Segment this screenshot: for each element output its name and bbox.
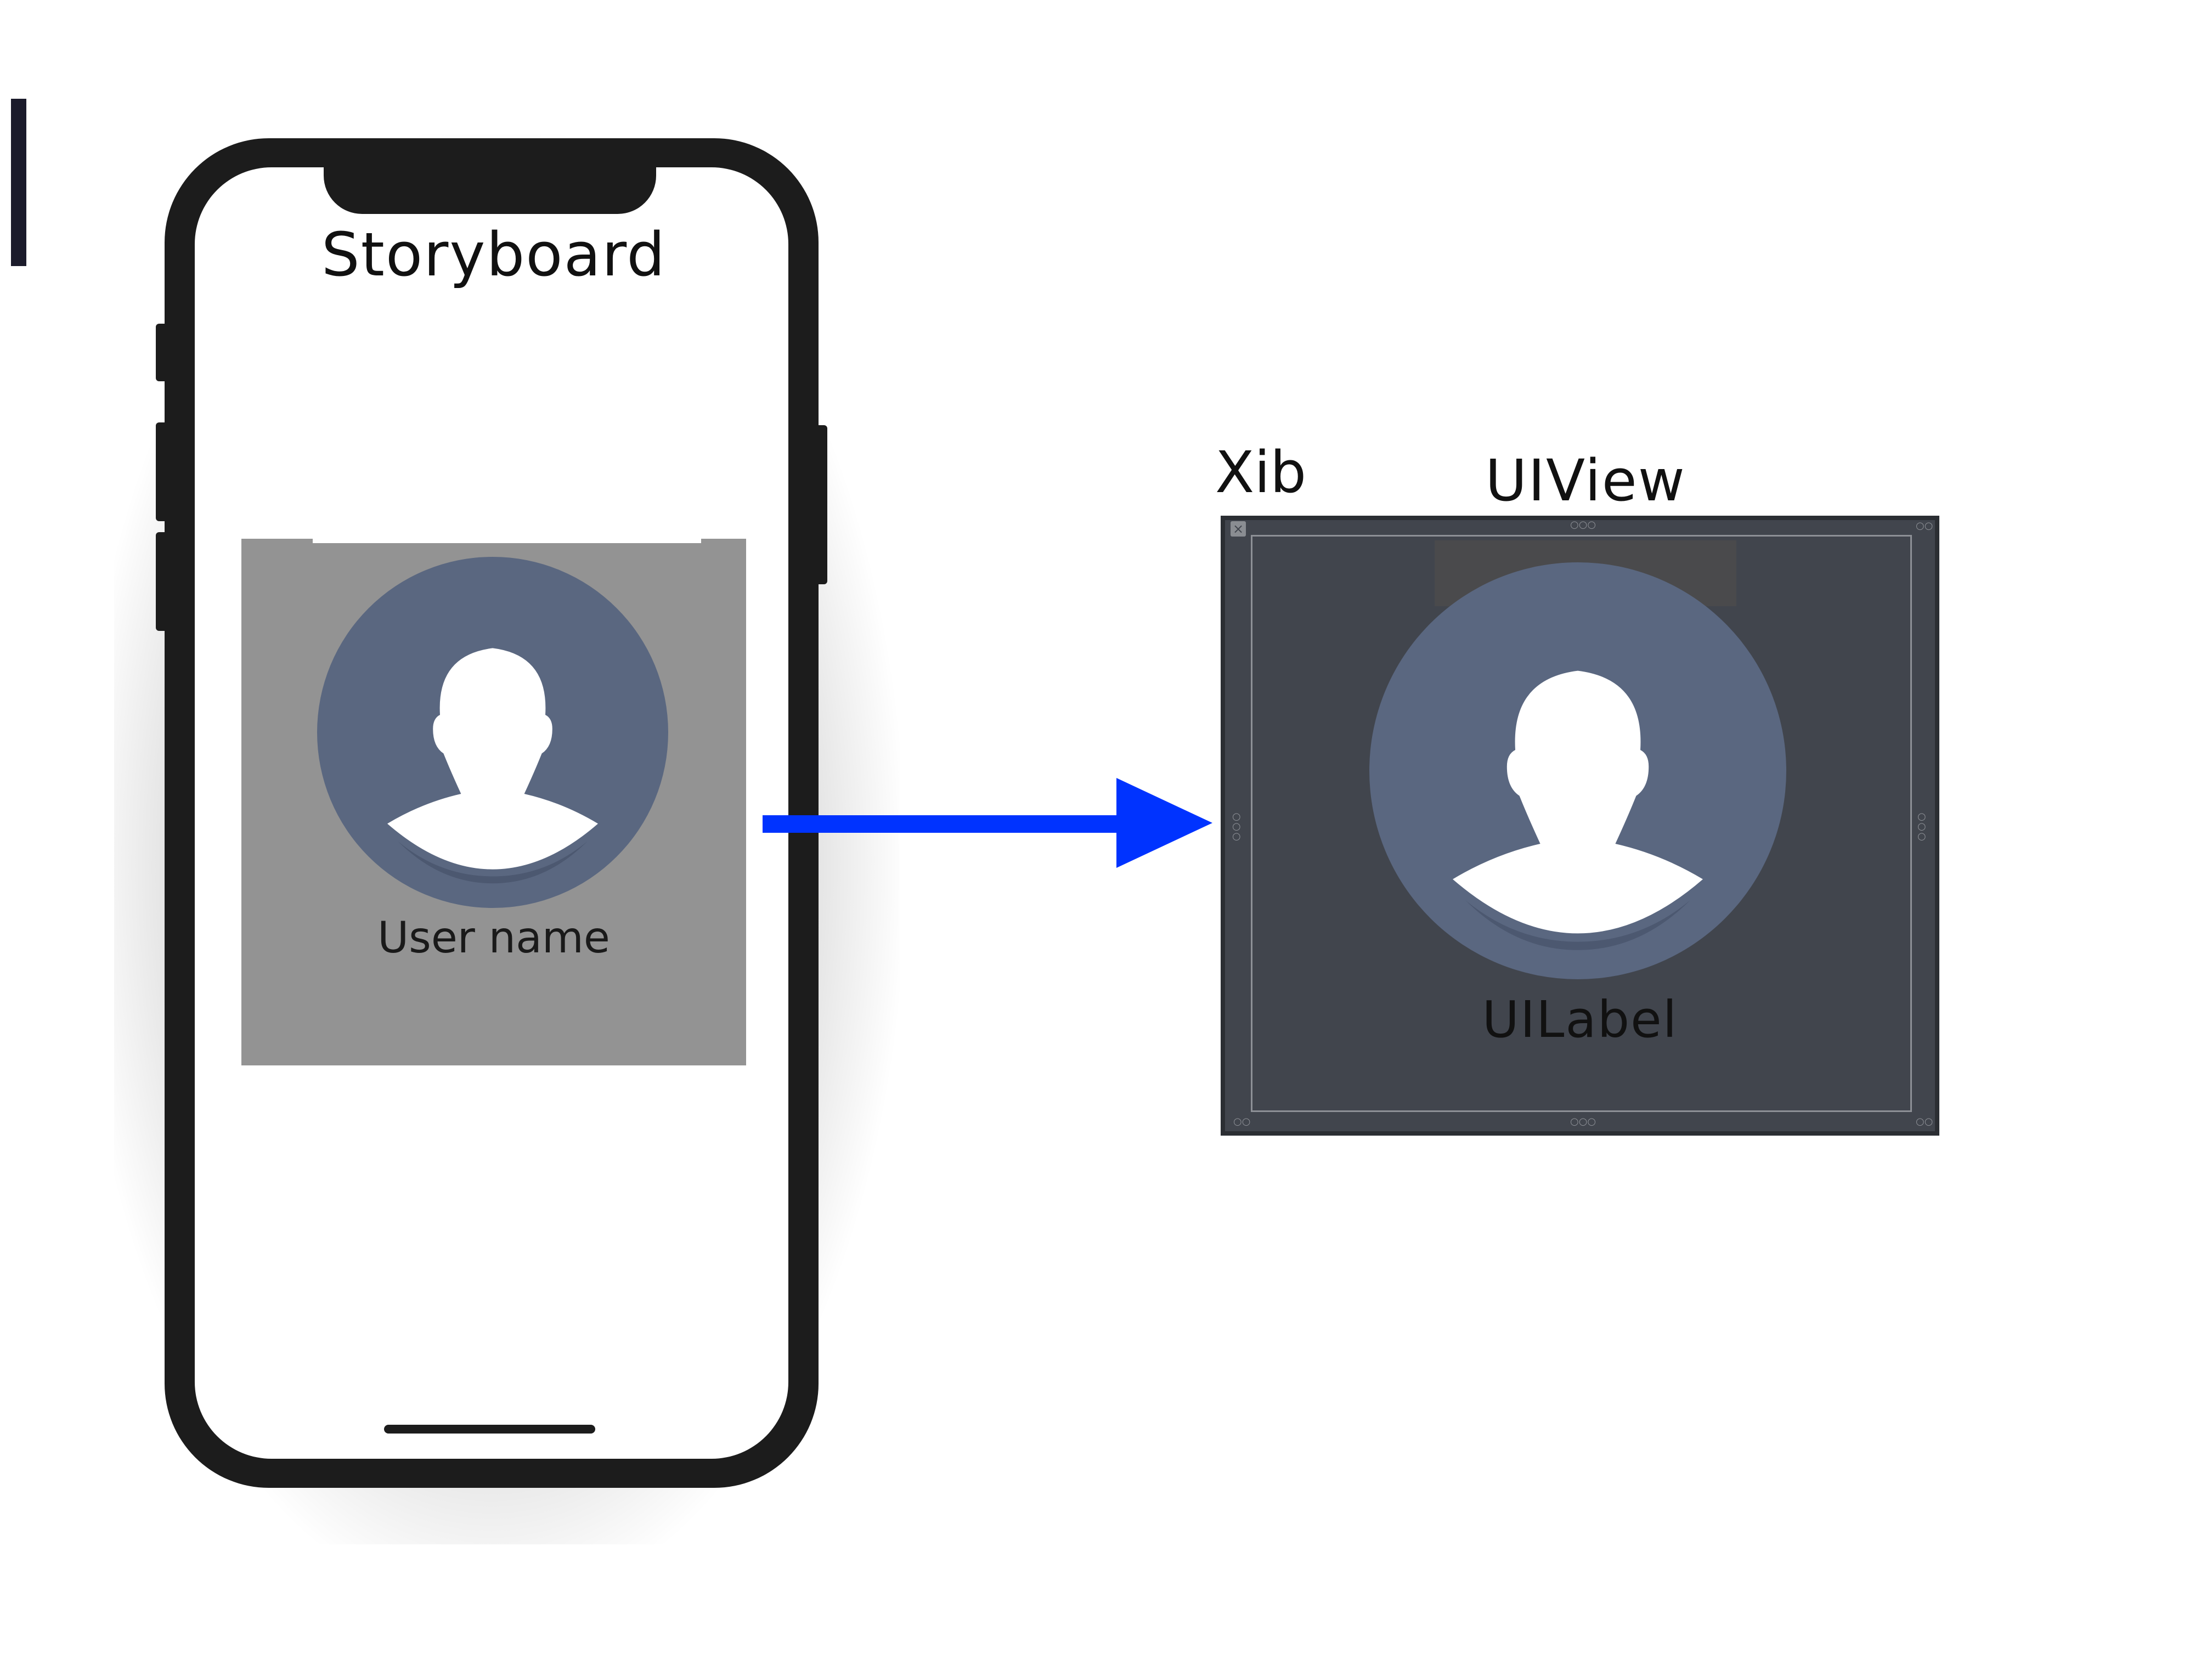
storyboard-card-top-edge (313, 539, 701, 543)
resize-handle-top[interactable]: ○○○ (1570, 519, 1596, 531)
xib-view-frame (1251, 535, 1912, 1112)
user-avatar-icon (317, 557, 668, 908)
storyboard-title: Storyboard (321, 219, 667, 290)
resize-handle-top-right[interactable]: ○○ (1916, 520, 1933, 532)
phone-notch (324, 159, 656, 214)
xib-uilabel: UILabel (1482, 990, 1678, 1049)
left-accent-bar (11, 99, 26, 266)
resize-handle-right[interactable]: ○○○ (1917, 811, 1926, 842)
resize-handle-left[interactable]: ○○○ (1232, 811, 1241, 842)
resize-handle-bottom[interactable]: ○○○ (1570, 1116, 1596, 1127)
storyboard-username-label: User name (377, 913, 610, 963)
home-indicator (384, 1425, 595, 1434)
right-arrow-icon (763, 778, 1212, 868)
uiview-title: UIView (1485, 447, 1686, 514)
resize-handle-bottom-left[interactable]: ○○ (1233, 1116, 1251, 1127)
close-icon[interactable]: × (1231, 521, 1246, 537)
resize-handle-bottom-right[interactable]: ○○ (1916, 1116, 1933, 1127)
xib-title: Xib (1215, 439, 1307, 506)
user-avatar-icon (1369, 562, 1786, 979)
